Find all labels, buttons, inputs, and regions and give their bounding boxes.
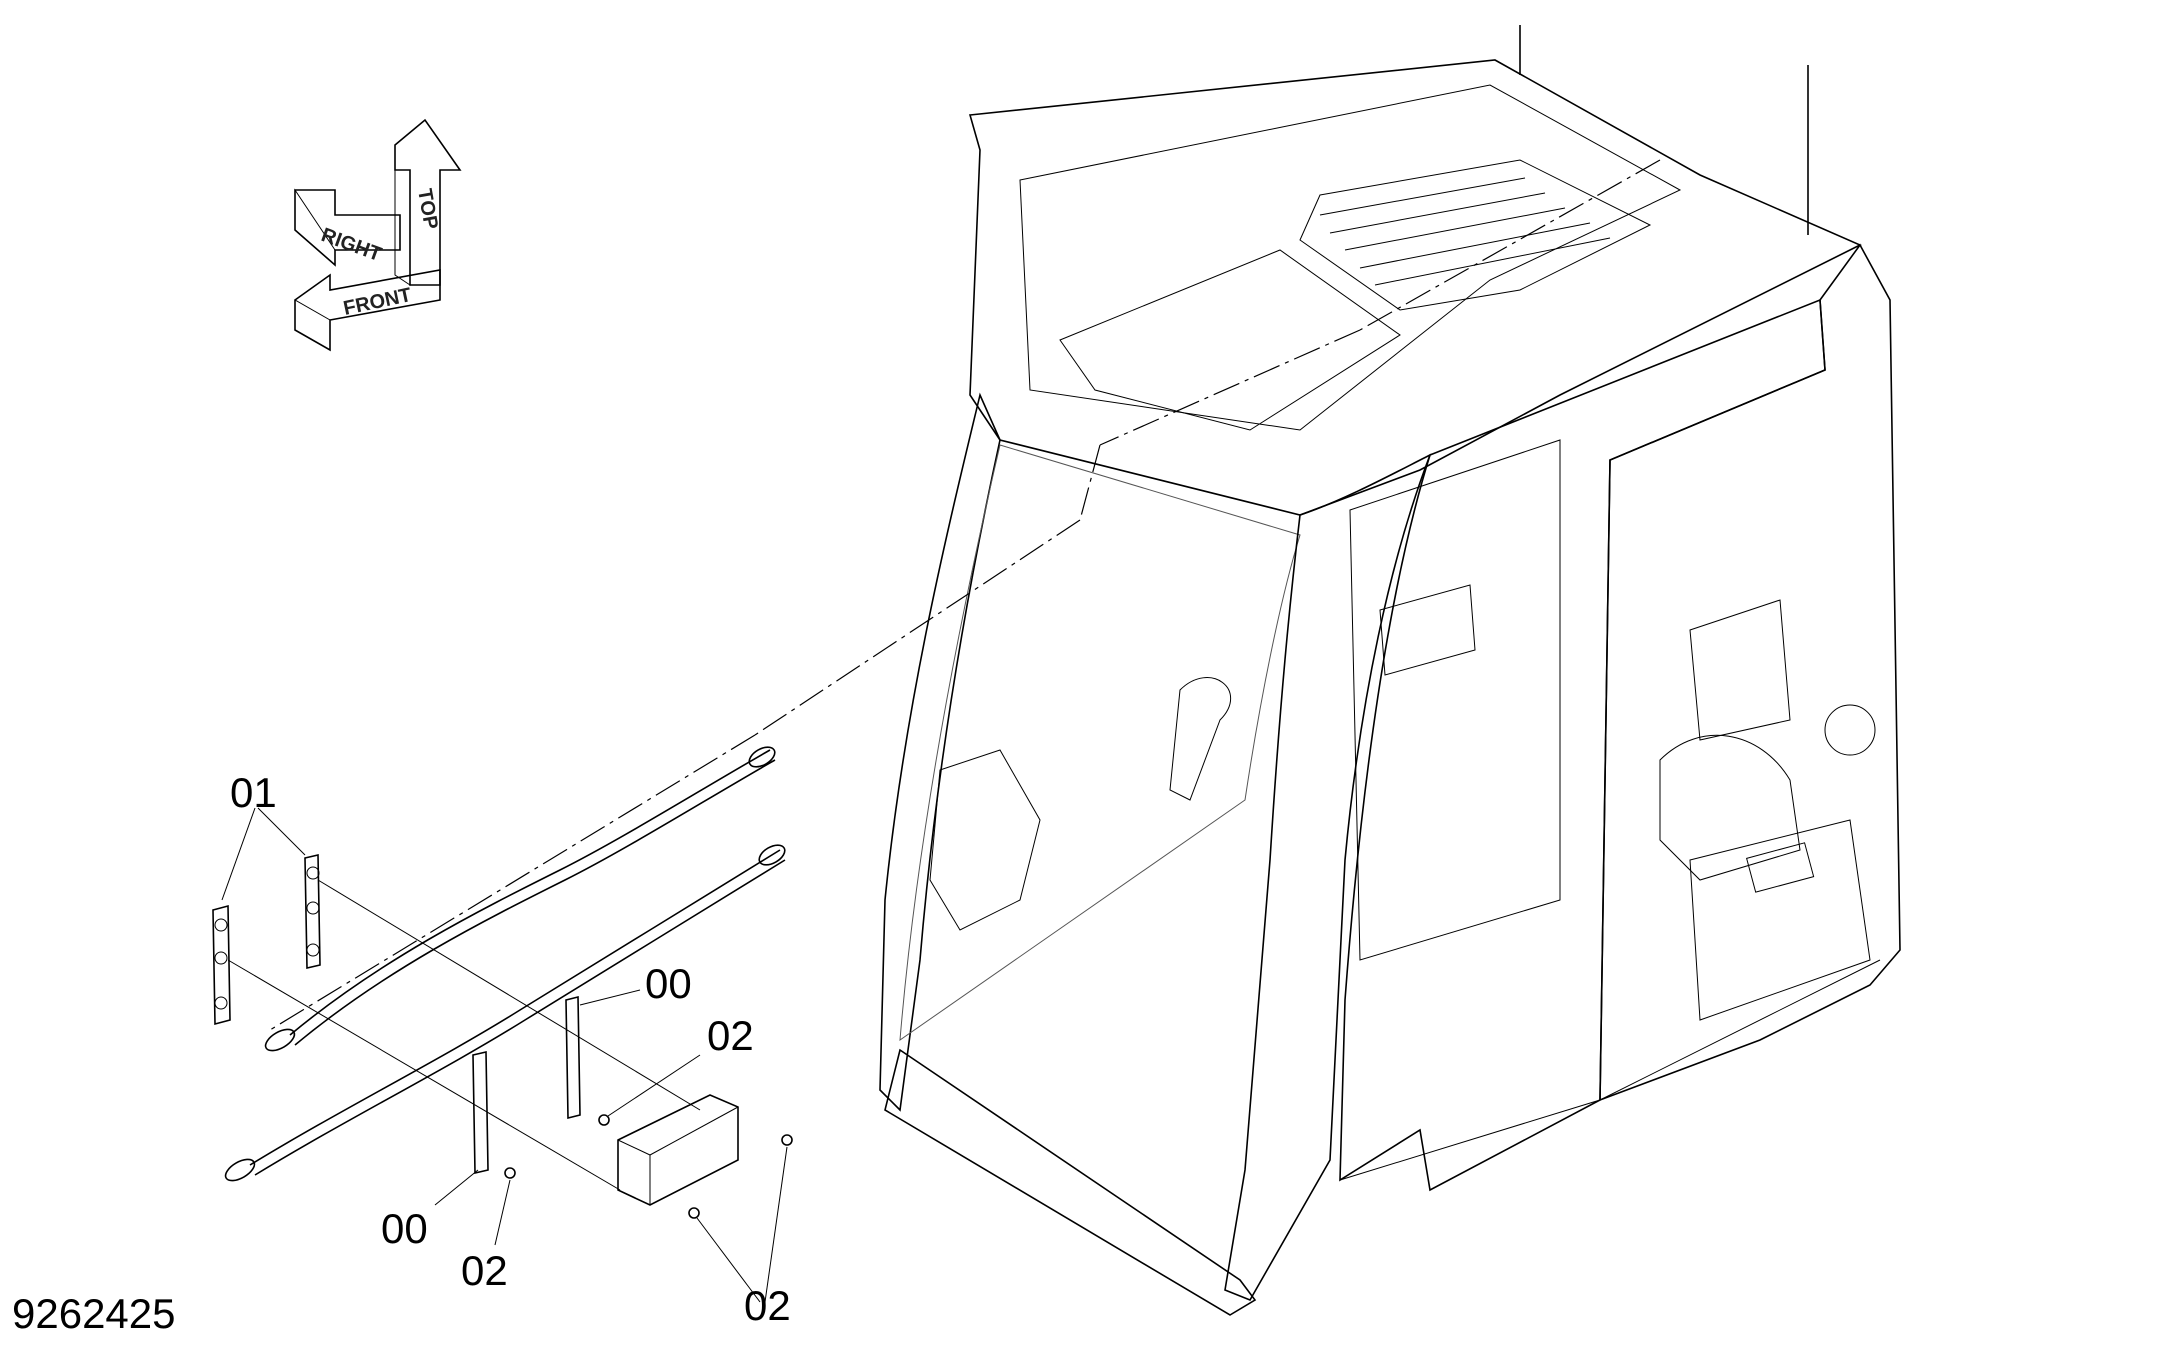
callout-00-lower: 00 [381,1205,428,1252]
terminal-connector-icon [264,1028,296,1052]
screw-icon [504,1167,516,1179]
figure-number: 9262425 [12,1290,176,1337]
callout-leaders [221,807,788,1303]
callout-02-lower-left: 02 [461,1247,508,1294]
callout-02-lower-right: 02 [744,1282,791,1329]
stay-part-00-lower [472,1050,489,1175]
screw-icon [598,1114,610,1126]
callout-01: 01 [230,769,277,816]
terminal-connector-icon [224,1158,256,1182]
control-box-unit [617,1094,739,1206]
top-label: TOP [413,187,442,231]
roof-slats [1299,159,1652,311]
orientation-arrows-icon: RIGHT TOP FRONT [294,118,462,352]
screw-parts-02 [504,1114,793,1219]
callout-02-upper: 02 [707,1012,754,1059]
bracket-part-01-left [212,904,231,1026]
front-arrow-icon: FRONT [294,269,441,352]
screw-icon [688,1207,700,1219]
seat-outline [1659,599,1876,881]
operator-cab [879,25,1901,1316]
top-arrow-icon: TOP [394,118,462,286]
bracket-part-01-right [304,853,321,970]
front-label: FRONT [341,284,413,320]
terminal-connector-icon [748,746,776,768]
right-arrow-icon: RIGHT [294,188,401,267]
callout-00-upper: 00 [645,960,692,1007]
center-lines [269,159,1661,1031]
screw-icon [781,1134,793,1146]
wire-harness [224,746,786,1182]
terminal-connector-icon [758,844,786,866]
stay-part-00-upper [565,995,581,1120]
